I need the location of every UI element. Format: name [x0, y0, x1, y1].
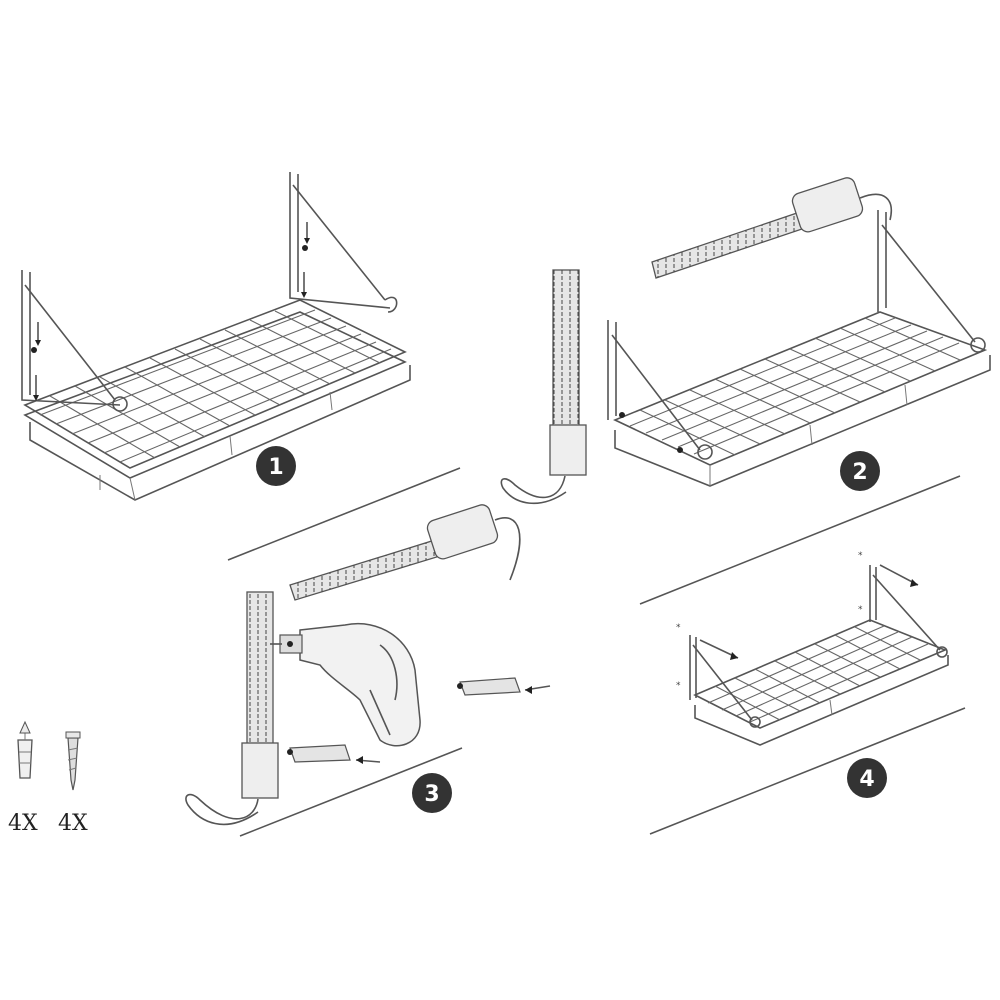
step-number-1: 1: [268, 455, 283, 480]
wall-anchor-right: [457, 677, 551, 696]
wall-anchor-icon: [17, 720, 33, 779]
step-number-4: 4: [859, 767, 874, 792]
step-number-2: 2: [852, 460, 867, 485]
assembled-shelf: [607, 210, 991, 487]
step-badge-4: 4: [847, 758, 887, 798]
anchor-quantity-label: 4X: [8, 811, 38, 836]
svg-text:*: *: [676, 623, 681, 633]
svg-text:*: *: [858, 551, 863, 561]
right-bracket: [289, 172, 398, 313]
power-drill: [270, 623, 421, 747]
step-2-illustration: [500, 177, 991, 505]
svg-text:*: *: [858, 605, 863, 615]
step-badge-1: 1: [256, 446, 296, 486]
step-4-illustration: * * * *: [676, 551, 949, 746]
measuring-tape-horizontal-3: [289, 504, 521, 601]
wire-shelf: [23, 299, 411, 501]
measuring-tape-upright: [500, 269, 587, 505]
wall-anchor-left: [287, 744, 381, 764]
section-dividers: [227, 467, 966, 837]
step-badge-2: 2: [840, 451, 880, 491]
svg-text:*: *: [676, 681, 681, 691]
measuring-tape-horizontal: [651, 177, 892, 279]
screw-icon: [65, 731, 81, 791]
step-3-illustration: [185, 504, 551, 826]
hardware-legend: 4X 4X: [8, 720, 88, 836]
step-1-illustration: [21, 172, 411, 501]
left-bracket: [21, 270, 128, 412]
step-badge-3: 3: [412, 773, 452, 813]
measuring-tape-upright-3: [185, 591, 279, 826]
step-number-3: 3: [424, 782, 439, 807]
screw-quantity-label: 4X: [58, 811, 88, 836]
